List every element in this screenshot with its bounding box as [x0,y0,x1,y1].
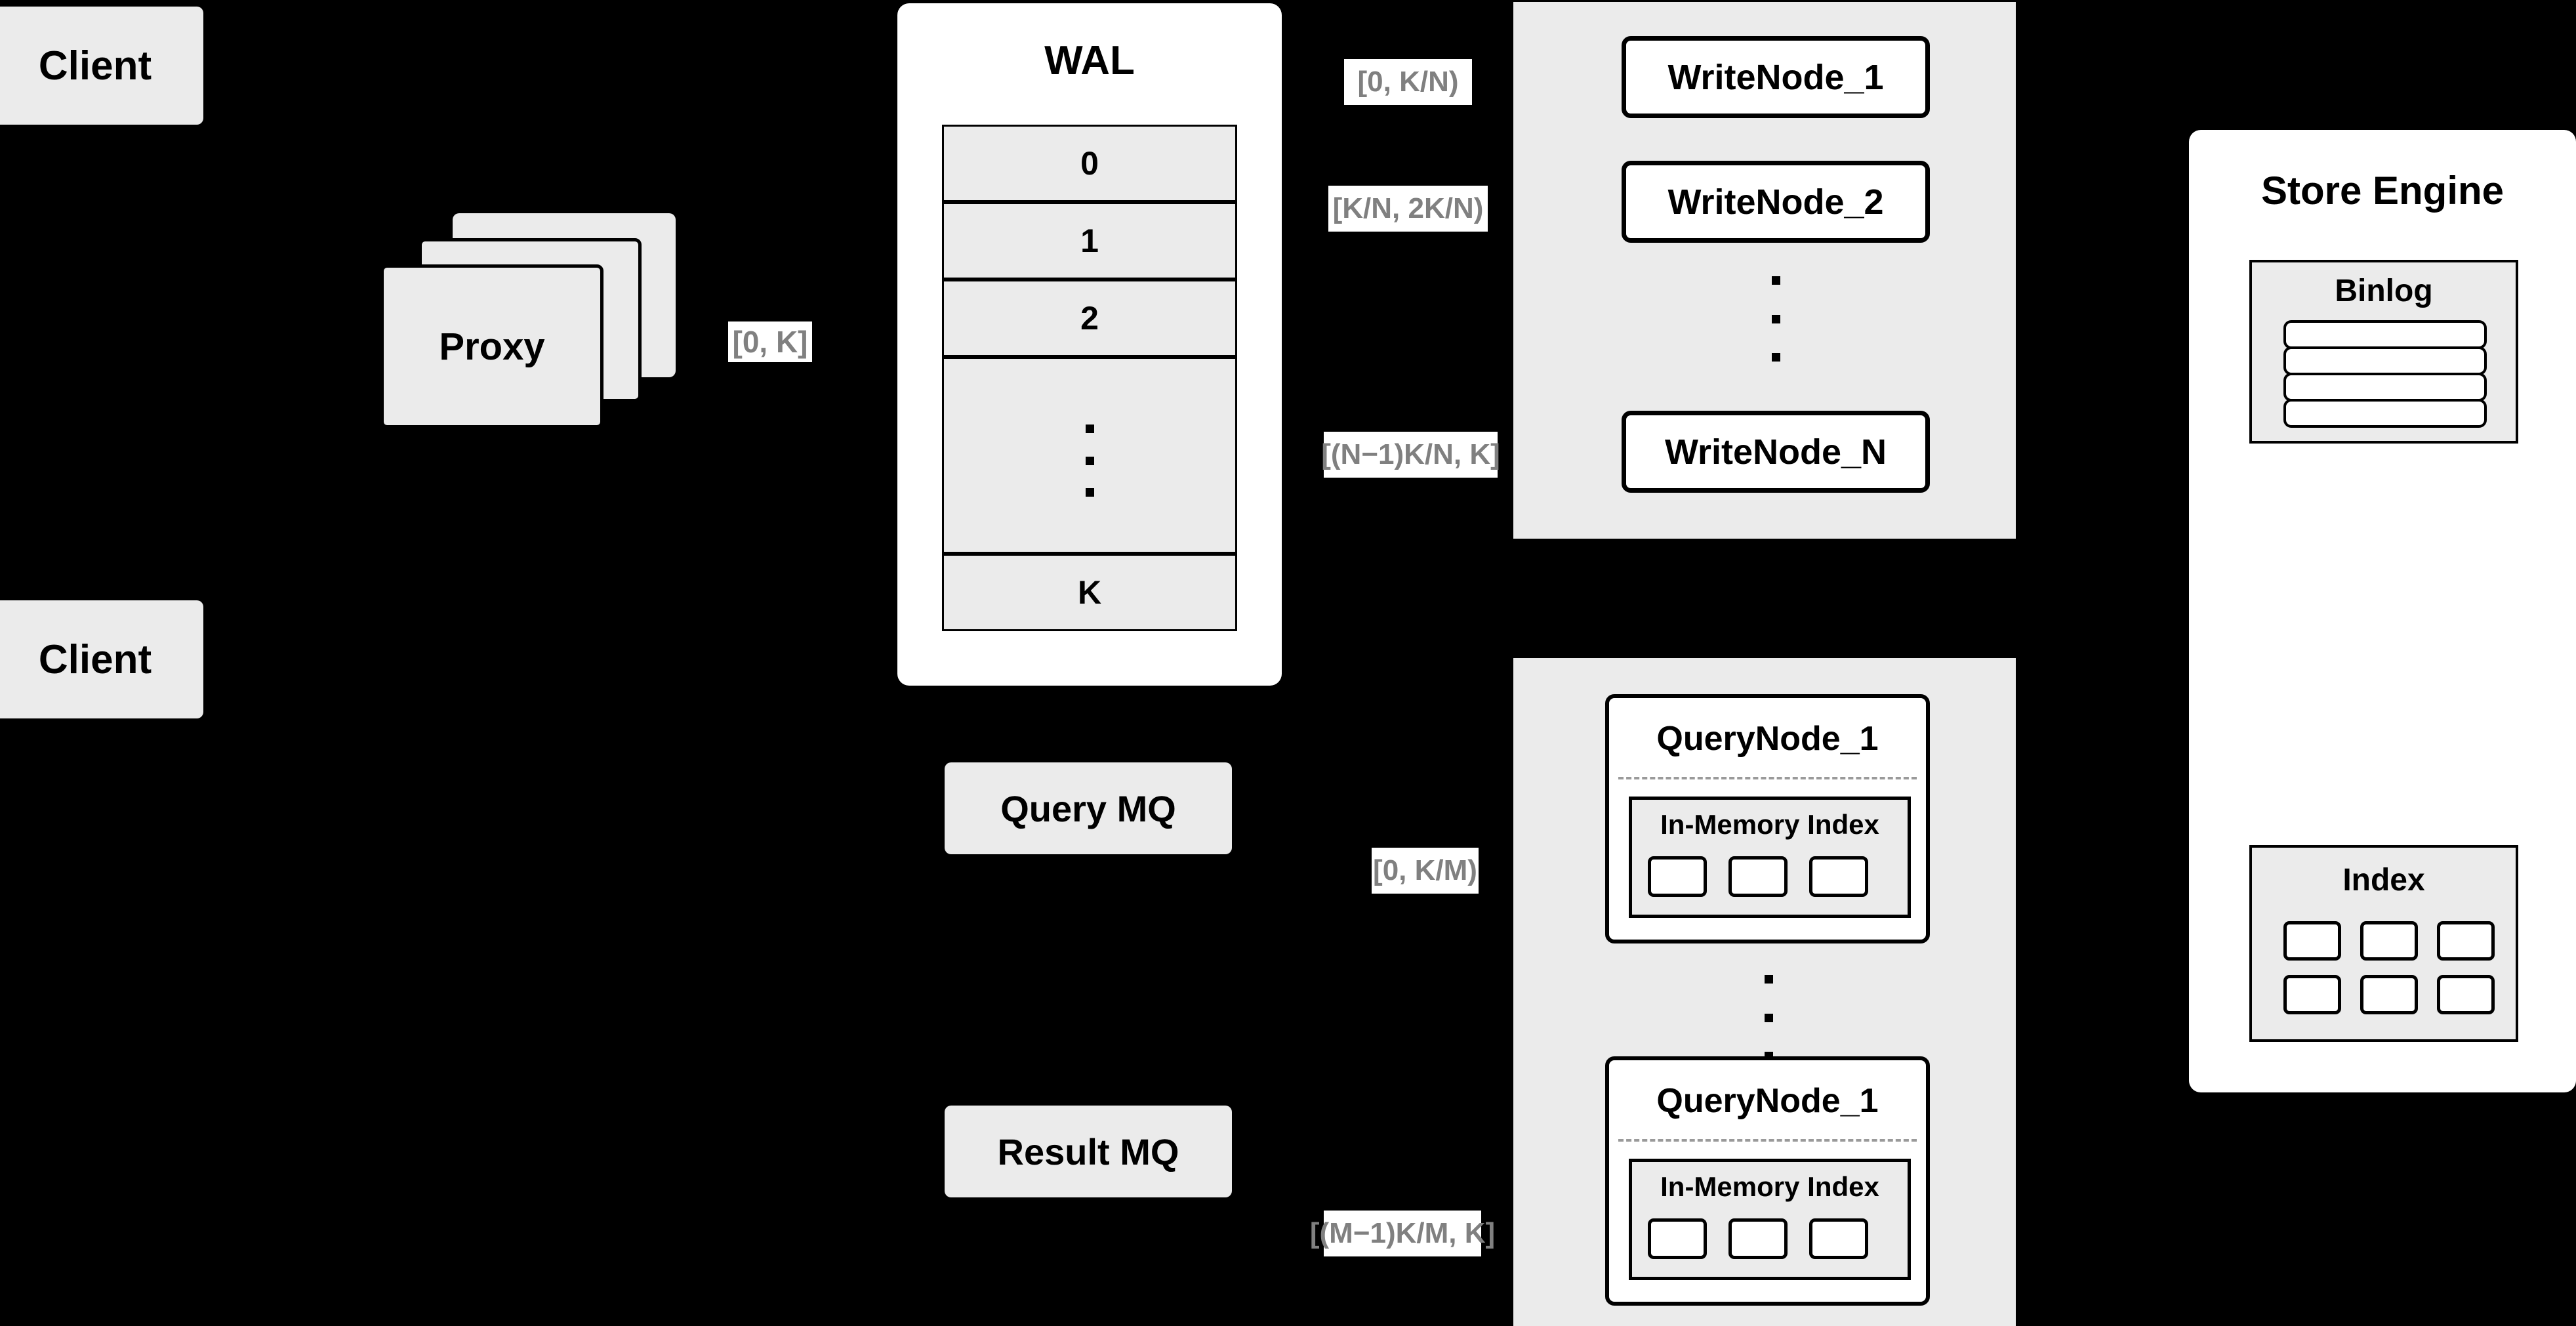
index-title: Index [2342,863,2425,898]
query-mq-box[interactable]: Query MQ [945,762,1232,854]
client-box-2[interactable]: Client [0,600,203,718]
edge-label-querynode-m-range-text: [(M−1)K/M, K] [1309,1217,1496,1249]
index-cell-1-2 [2360,921,2418,961]
edge-label-writenode-2-range: [K/N, 2K/N) [1328,186,1488,232]
binlog-row-3 [2283,373,2487,402]
client-box-1[interactable]: Client [0,7,203,125]
binlog-title: Binlog [2335,274,2433,308]
write-cluster-panel: WriteNode_1 WriteNode_2 WriteNode_N [1513,2,2016,539]
edge-label-querynode-m-range: [(M−1)K/M, K] [1310,1211,1495,1256]
wal-row-K: K [942,554,1237,631]
proxy-label: Proxy [439,325,545,368]
query-cluster-ellipsis-dots [1765,975,1773,1060]
writenode-1-box[interactable]: WriteNode_1 [1622,36,1930,118]
client-label-2: Client [38,636,152,682]
wal-panel: WAL 0 1 2 K [897,3,1282,686]
querynode-1-inmemory-index-title: In-Memory Index [1660,809,1879,840]
writenode-1-label: WriteNode_1 [1667,57,1884,97]
index-box: Index [2249,845,2518,1042]
store-engine-panel: Store Engine Binlog Index [2189,130,2576,1092]
querynode-1-separator [1618,777,1917,779]
wal-row-2: 2 [942,280,1237,357]
edge-label-writenode-n-range: [(N−1)K/N, K] [1321,432,1500,478]
querynode-1-index-chip-3 [1809,856,1868,897]
wal-row-1: 1 [942,202,1237,280]
querynode-2-box[interactable]: QueryNode_1 In-Memory Index [1605,1056,1930,1306]
result-mq-box[interactable]: Result MQ [945,1106,1232,1197]
query-mq-label: Query MQ [1000,787,1176,829]
querynode-1-box[interactable]: QueryNode_1 In-Memory Index [1605,694,1930,943]
index-cell-1-3 [2437,921,2495,961]
querynode-2-index-chip-3 [1809,1218,1868,1259]
client-label-1: Client [38,43,152,89]
index-cell-2-3 [2437,975,2495,1014]
wal-row-ellipsis [942,357,1237,554]
writenode-n-label: WriteNode_N [1664,432,1887,472]
proxy-card[interactable]: Proxy [380,264,603,428]
querynode-2-index-chip-1 [1648,1218,1707,1259]
store-engine-title: Store Engine [2260,169,2504,213]
wal-title: WAL [1044,38,1135,83]
wal-ellipsis-dots [1086,425,1094,497]
edge-label-writenode-1-range-text: [0, K/N) [1357,66,1459,98]
edge-label-querynode-1-range: [0, K/M) [1372,848,1479,894]
edge-label-proxy-to-wal: [0, K] [728,321,812,362]
writenode-2-box[interactable]: WriteNode_2 [1622,161,1930,243]
wal-row-1-label: 1 [1080,222,1099,259]
querynode-2-inmemory-index-title: In-Memory Index [1660,1171,1879,1202]
querynode-1-index-chip-2 [1728,856,1788,897]
binlog-row-2 [2283,346,2487,375]
query-cluster-panel: QueryNode_1 In-Memory Index QueryNode_1 … [1513,658,2016,1326]
edge-label-writenode-1-range: [0, K/N) [1344,59,1472,105]
writenode-2-label: WriteNode_2 [1667,182,1884,222]
wal-row-2-label: 2 [1080,300,1099,337]
edge-label-proxy-to-wal-text: [0, K] [732,325,808,359]
index-cell-2-1 [2283,975,2341,1014]
index-cell-1-1 [2283,921,2341,961]
querynode-1-inmemory-index: In-Memory Index [1629,797,1911,918]
wal-row-0: 0 [942,125,1237,202]
writenode-n-box[interactable]: WriteNode_N [1622,411,1930,493]
binlog-row-4 [2283,399,2487,428]
wal-row-0-label: 0 [1080,145,1099,182]
edge-label-writenode-2-range-text: [K/N, 2K/N) [1332,192,1484,224]
edge-label-querynode-1-range-text: [0, K/M) [1373,854,1477,886]
querynode-2-inmemory-index: In-Memory Index [1629,1159,1911,1280]
proxy-stack[interactable]: Proxy [380,213,682,430]
querynode-1-index-chip-1 [1648,856,1707,897]
querynode-2-index-chip-2 [1728,1218,1788,1259]
result-mq-label: Result MQ [997,1130,1179,1172]
write-cluster-ellipsis-dots [1772,276,1780,362]
edge-label-writenode-n-range-text: [(N−1)K/N, K] [1321,438,1500,470]
querynode-1-label: QueryNode_1 [1656,720,1879,758]
binlog-row-1 [2283,320,2487,349]
index-cell-2-2 [2360,975,2418,1014]
wal-row-K-label: K [1077,574,1102,611]
binlog-box: Binlog [2249,260,2518,444]
querynode-2-separator [1618,1139,1917,1142]
querynode-2-label: QueryNode_1 [1656,1082,1879,1120]
